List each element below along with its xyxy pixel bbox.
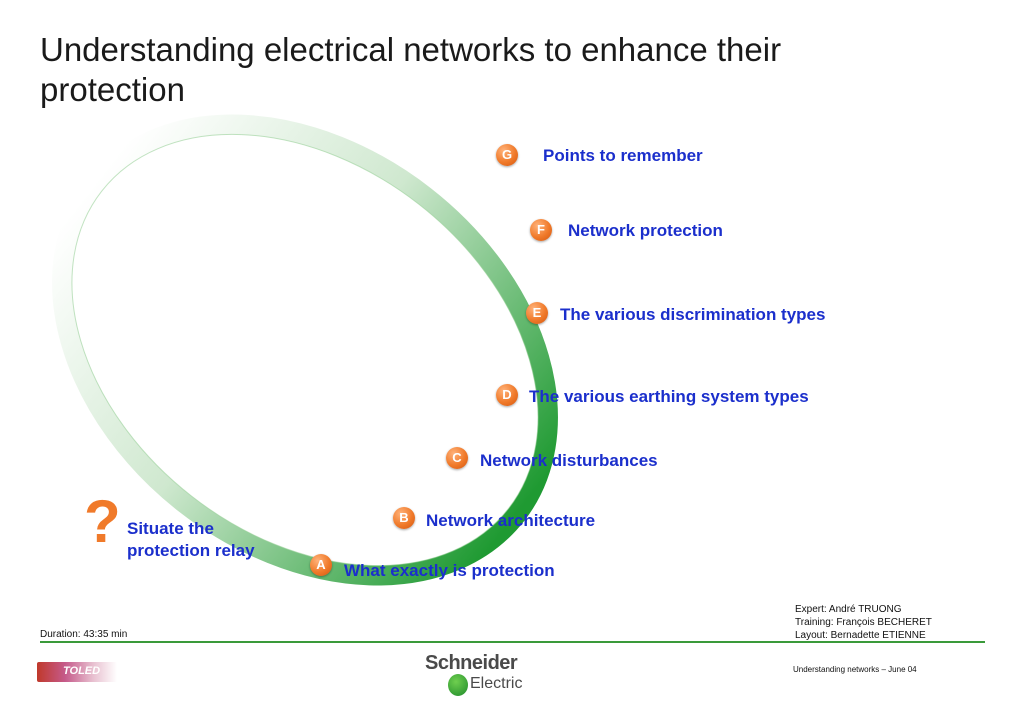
badge-a[interactable]: A xyxy=(310,554,332,576)
item-what-is-protection[interactable]: What exactly is protection xyxy=(344,561,555,580)
situate-relay-label[interactable]: Situate the protection relay xyxy=(127,518,255,562)
footer-caption: Understanding networks – June 04 xyxy=(793,665,917,674)
logo-text-top: Schneider xyxy=(425,652,518,674)
badge-g[interactable]: G xyxy=(496,144,518,166)
schneider-mark-icon xyxy=(448,674,468,696)
question-mark-icon[interactable]: ? xyxy=(84,488,121,555)
situate-line-1: Situate the xyxy=(127,519,214,538)
duration-label: Duration: 43:35 min xyxy=(40,629,128,640)
footer-divider xyxy=(40,641,985,643)
credits-block: Expert: André TRUONG Training: François … xyxy=(795,603,932,642)
badge-d[interactable]: D xyxy=(496,384,518,406)
credit-expert: Expert: André TRUONG xyxy=(795,604,902,615)
badge-f[interactable]: F xyxy=(530,219,552,241)
badge-e[interactable]: E xyxy=(526,302,548,324)
item-network-protection[interactable]: Network protection xyxy=(568,221,723,240)
toled-logo: TOLED xyxy=(37,662,117,682)
credit-training: Training: François BECHERET xyxy=(795,617,932,628)
logo-text-bottom: Electric xyxy=(470,675,523,692)
item-network-architecture[interactable]: Network architecture xyxy=(426,511,596,530)
credit-layout: Layout: Bernadette ETIENNE xyxy=(795,630,926,641)
situate-line-2: protection relay xyxy=(127,541,255,560)
item-network-disturbances[interactable]: Network disturbances xyxy=(480,451,658,470)
item-discrimination-types[interactable]: The various discrimination types xyxy=(560,305,826,324)
badge-b[interactable]: B xyxy=(393,507,415,529)
item-earthing-system-types[interactable]: The various earthing system types xyxy=(529,387,809,406)
page-title: Understanding electrical networks to enh… xyxy=(40,31,782,108)
toled-logo-text: TOLED xyxy=(63,665,101,677)
item-points-to-remember[interactable]: Points to remember xyxy=(543,146,703,165)
badge-c[interactable]: C xyxy=(446,447,468,469)
schneider-electric-logo: Schneider Electric xyxy=(420,652,540,697)
